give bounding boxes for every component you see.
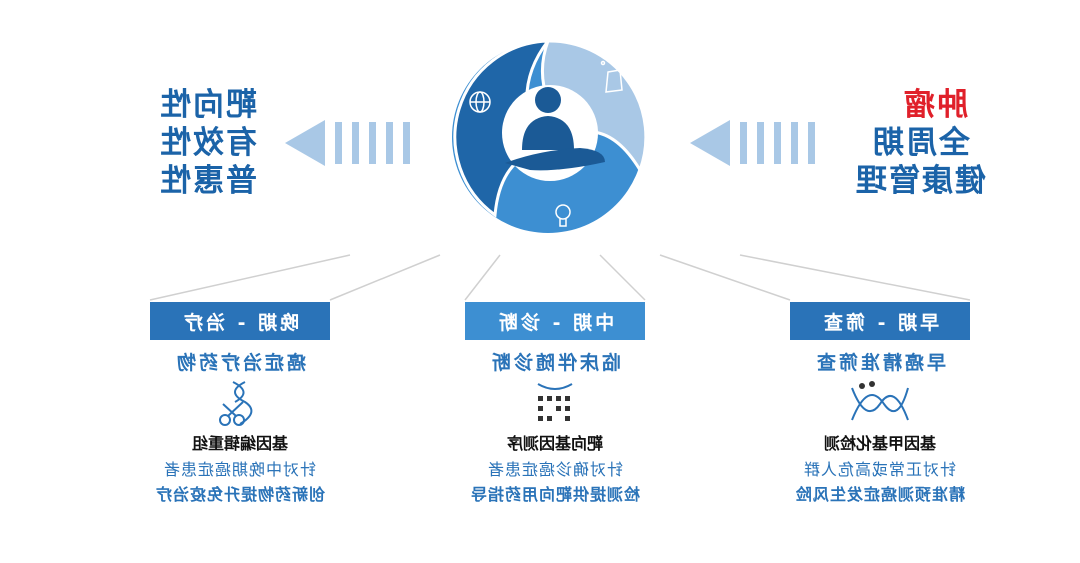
title-line: 靶向性 xyxy=(158,87,257,123)
stage-desc: 针对中晚期癌症患者 xyxy=(163,460,317,479)
stage-tech: 基因甲基化检测 xyxy=(823,434,936,453)
stage-desc: 针对正常或高危人群 xyxy=(803,460,957,479)
stage-desc: 精准预测癌症发生风险 xyxy=(794,485,965,504)
globe-icon xyxy=(469,91,491,113)
stage-subtitle: 癌症治疗药物 xyxy=(173,352,306,374)
stage-desc: 检测提供靶向用药指导 xyxy=(469,485,640,504)
dna-helix-icon xyxy=(760,378,1000,430)
text: 早期 - 筛查 xyxy=(820,311,940,334)
stage-subtitle: 临床伴随诊断 xyxy=(488,352,621,374)
title-line: 有效性 xyxy=(158,125,257,161)
stage-tech: 基因编辑重组 xyxy=(191,434,288,453)
stage-label-late: 晚期 - 治疗 xyxy=(150,302,330,340)
lightbulb-icon xyxy=(555,204,571,227)
right-title: 肿瘤 全周期 健康管理 xyxy=(845,86,995,200)
stage-label-mid: 中期 - 诊断 xyxy=(465,302,645,340)
right-arrow xyxy=(690,120,815,166)
stage-column-mid: 临床伴随诊断 靶向基因测序 针对确诊癌症患者 检测提供靶向用药指导 xyxy=(435,348,675,506)
title-line: 全周期 xyxy=(870,125,970,161)
text: 中期 - 诊断 xyxy=(495,311,615,334)
stage-desc: 针对确诊癌症患者 xyxy=(486,460,623,479)
text: 晚期 - 治疗 xyxy=(180,311,300,334)
stage-subtitle: 早癌精准筛查 xyxy=(813,352,946,374)
stage-column-early: 早癌精准筛查 基因甲基化检测 针对正常或高危人群 精准预测癌症发生风险 xyxy=(760,348,1000,506)
stage-tech: 靶向基因测序 xyxy=(506,434,603,453)
title-red: 肿瘤 xyxy=(902,87,968,123)
left-arrow xyxy=(285,120,410,166)
flask-icon xyxy=(600,60,623,93)
stage-label-early: 早期 - 筛查 xyxy=(790,302,970,340)
dna-scissors-icon xyxy=(120,378,360,430)
sequencing-icon xyxy=(435,378,675,430)
stage-desc: 创新药物提升免疫治疗 xyxy=(154,485,325,504)
connector-lines xyxy=(149,254,971,301)
center-circle-logo xyxy=(452,39,648,233)
title-line: 普惠性 xyxy=(158,163,257,199)
left-title: 靶向性 有效性 普惠性 xyxy=(150,86,265,200)
title-line: 健康管理 xyxy=(854,163,986,199)
stage-column-late: 癌症治疗药物 基因编辑重组 针对中晚期癌症患者 创新药物提升免疫治疗 xyxy=(120,348,360,506)
